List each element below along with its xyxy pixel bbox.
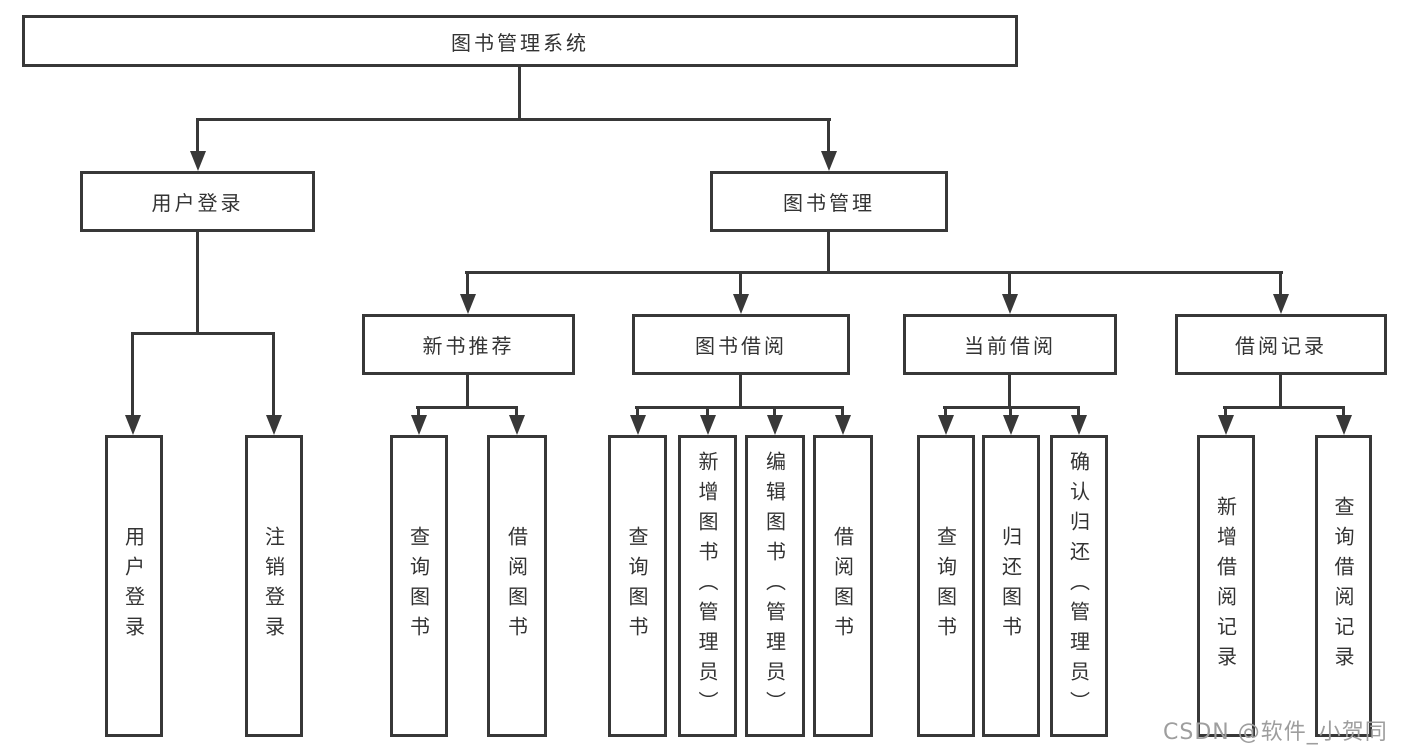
arrow-down-icon bbox=[1336, 415, 1352, 435]
leaf-borrow-books-1: 借阅图书 bbox=[487, 435, 547, 737]
connector-drop bbox=[841, 406, 844, 418]
arrow-down-icon bbox=[509, 415, 525, 435]
watermark: CSDN @软件_小贺同学 bbox=[1163, 720, 1388, 745]
arrow-down-icon bbox=[630, 415, 646, 435]
connector-borrow-stem bbox=[739, 375, 742, 408]
connector-drop bbox=[827, 118, 830, 156]
connector-drop bbox=[1279, 271, 1282, 299]
connector-bookmgmt-branch bbox=[465, 271, 1283, 274]
leaf-query-books-1: 查询图书 bbox=[390, 435, 448, 737]
connector-drop bbox=[1008, 271, 1011, 299]
leaf-confirm-return-admin: 确认归还（管理员） bbox=[1050, 435, 1108, 737]
leaf-borrow-books-2: 借阅图书 bbox=[813, 435, 873, 737]
connector-newbook-branch bbox=[416, 406, 518, 409]
connector-drop bbox=[131, 332, 134, 420]
connector-drop bbox=[196, 118, 199, 156]
connector-records-stem bbox=[1279, 375, 1282, 408]
connector-userlogin-stem bbox=[196, 232, 199, 334]
arrow-down-icon bbox=[125, 415, 141, 435]
leaf-logout: 注销登录 bbox=[245, 435, 303, 737]
node-user-login-group: 用户登录 bbox=[80, 171, 315, 232]
arrow-down-icon bbox=[266, 415, 282, 435]
node-borrowing-records: 借阅记录 bbox=[1175, 314, 1387, 375]
connector-root-branch bbox=[196, 118, 831, 121]
connector-drop bbox=[706, 406, 709, 418]
leaf-user-login: 用户登录 bbox=[105, 435, 163, 737]
node-new-book-recommendation: 新书推荐 bbox=[362, 314, 575, 375]
arrow-down-icon bbox=[767, 415, 783, 435]
connector-borrow-branch bbox=[635, 406, 844, 409]
connector-root-stem bbox=[518, 67, 521, 119]
arrow-down-icon bbox=[835, 415, 851, 435]
connector-userlogin-branch bbox=[131, 332, 275, 335]
connector-drop bbox=[417, 406, 420, 418]
connector-drop bbox=[1077, 406, 1080, 418]
node-book-borrowing: 图书借阅 bbox=[632, 314, 850, 375]
connector-newbook-stem bbox=[466, 375, 469, 408]
leaf-add-borrow-record: 新增借阅记录 bbox=[1197, 435, 1255, 737]
connector-drop bbox=[466, 271, 469, 299]
arrow-down-icon bbox=[1071, 415, 1087, 435]
arrow-down-icon bbox=[460, 294, 476, 314]
leaf-query-borrow-record: 查询借阅记录 bbox=[1315, 435, 1372, 737]
leaf-return-books: 归还图书 bbox=[982, 435, 1040, 737]
connector-records-branch bbox=[1223, 406, 1345, 409]
node-current-borrowing: 当前借阅 bbox=[903, 314, 1117, 375]
node-library-system: 图书管理系统 bbox=[22, 15, 1018, 67]
arrow-down-icon bbox=[190, 151, 206, 171]
leaf-add-books-admin: 新增图书（管理员） bbox=[678, 435, 737, 737]
arrow-down-icon bbox=[1003, 415, 1019, 435]
arrow-down-icon bbox=[1002, 294, 1018, 314]
arrow-down-icon bbox=[1273, 294, 1289, 314]
arrow-down-icon bbox=[700, 415, 716, 435]
node-book-management: 图书管理 bbox=[710, 171, 948, 232]
connector-drop bbox=[1224, 406, 1227, 418]
arrow-down-icon bbox=[1218, 415, 1234, 435]
connector-drop bbox=[636, 406, 639, 418]
leaf-query-books-3: 查询图书 bbox=[917, 435, 975, 737]
connector-drop bbox=[773, 406, 776, 418]
arrow-down-icon bbox=[938, 415, 954, 435]
connector-bookmgmt-stem bbox=[827, 232, 830, 273]
connector-drop bbox=[1342, 406, 1345, 418]
connector-drop bbox=[272, 332, 275, 420]
connector-drop bbox=[944, 406, 947, 418]
arrow-down-icon bbox=[411, 415, 427, 435]
connector-current-stem bbox=[1008, 375, 1011, 408]
connector-drop bbox=[515, 406, 518, 418]
connector-drop bbox=[739, 271, 742, 299]
arrow-down-icon bbox=[733, 294, 749, 314]
arrow-down-icon bbox=[821, 151, 837, 171]
leaf-edit-books-admin: 编辑图书（管理员） bbox=[745, 435, 805, 737]
connector-drop bbox=[1009, 406, 1012, 418]
leaf-query-books-2: 查询图书 bbox=[608, 435, 667, 737]
